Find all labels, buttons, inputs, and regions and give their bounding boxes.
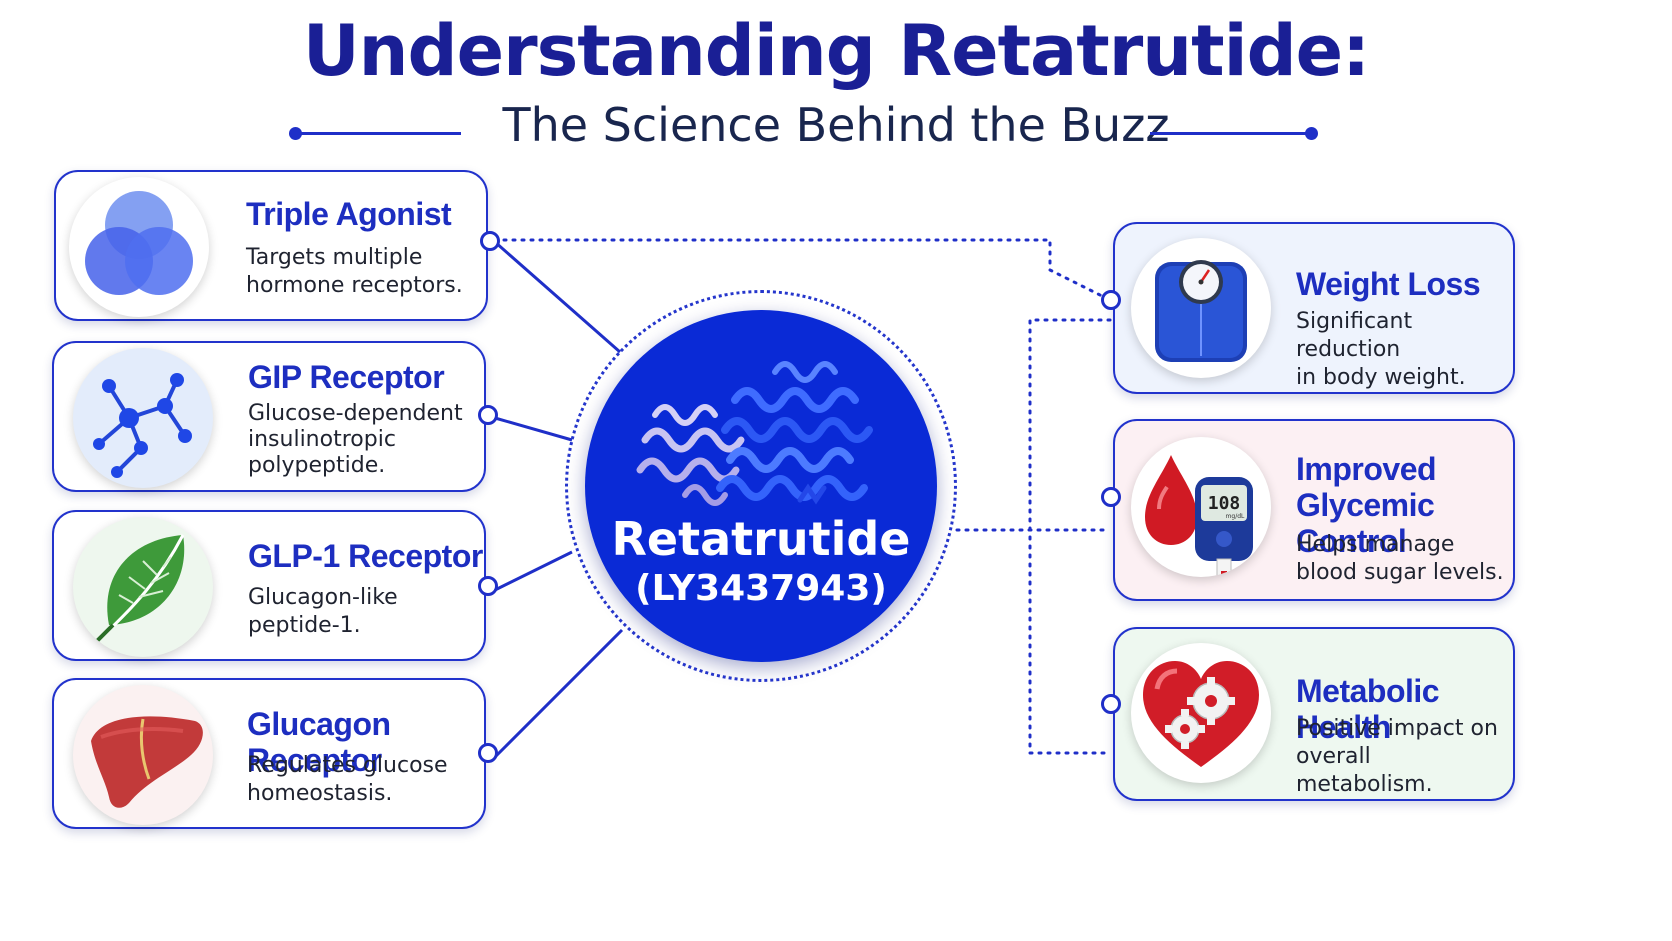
subtitle-left-rule bbox=[296, 132, 461, 135]
card-title: Improved Glycemic Control bbox=[1296, 451, 1437, 559]
node-triple-agonist bbox=[480, 231, 500, 251]
glucometer-icon: 108 mg/dL bbox=[1131, 437, 1271, 577]
node-gip-receptor bbox=[478, 405, 498, 425]
scale-icon bbox=[1131, 238, 1271, 378]
card-title: Glucagon Receptor bbox=[247, 706, 391, 778]
card-glycemic-control: 108 mg/dL Improved Glycemic Control Help… bbox=[1113, 419, 1515, 601]
subtitle-left-dot bbox=[289, 127, 302, 140]
subtitle-right-dot bbox=[1305, 127, 1318, 140]
svg-text:mg/dL: mg/dL bbox=[1226, 513, 1245, 520]
card-description: Glucagon-like peptide-1. bbox=[248, 585, 398, 638]
card-title: Weight Loss bbox=[1296, 266, 1481, 302]
node-glucagon-receptor bbox=[478, 743, 498, 763]
connector-gip bbox=[494, 416, 573, 442]
card-weight-loss: Weight Loss Significant reduction in bod… bbox=[1113, 222, 1515, 394]
page-title: Understanding Retatrutide: bbox=[302, 10, 1370, 92]
leaf-icon bbox=[73, 517, 213, 657]
card-title: Triple Agonist bbox=[246, 196, 452, 232]
svg-text:108: 108 bbox=[1208, 493, 1241, 514]
card-description: Positive impact on overall metabolism. bbox=[1296, 716, 1498, 797]
connector-glucagon bbox=[493, 628, 624, 759]
heart-gears-icon bbox=[1131, 643, 1271, 783]
card-description: Helps manage blood sugar levels. bbox=[1296, 532, 1504, 585]
node-glp1-receptor bbox=[478, 576, 498, 596]
venn-circles-icon bbox=[69, 177, 209, 317]
dotted-link-spine bbox=[1028, 318, 1112, 755]
card-title: GIP Receptor bbox=[248, 359, 445, 395]
page-subtitle: The Science Behind the Buzz bbox=[502, 98, 1170, 152]
hub-dotted-ring bbox=[565, 290, 957, 682]
hub-drug-name: Retatrutide bbox=[611, 512, 911, 566]
liver-icon bbox=[73, 685, 213, 825]
dotted-link-top bbox=[493, 238, 1112, 302]
subtitle-right-rule bbox=[1150, 132, 1310, 135]
node-metabolic-health bbox=[1101, 694, 1121, 714]
hub-drug-code: (LY3437943) bbox=[635, 568, 887, 609]
card-triple-agonist: Triple Agonist Targets multiple hormone … bbox=[54, 170, 488, 321]
node-weight-loss bbox=[1101, 290, 1121, 310]
card-description: Significant reduction in body weight. bbox=[1296, 309, 1466, 390]
card-glucagon-receptor: Glucagon Receptor Regulates glucose home… bbox=[52, 678, 486, 829]
card-glp1-receptor: GLP-1 Receptor Glucagon-like peptide-1. bbox=[52, 510, 486, 661]
card-gip-receptor: GIP Receptor Glucose-dependent insulinot… bbox=[52, 341, 486, 492]
protein-structure-icon bbox=[636, 361, 873, 506]
molecule-icon bbox=[73, 348, 213, 488]
card-metabolic-health: Metabolic Health Positive impact on over… bbox=[1113, 627, 1515, 801]
card-title: GLP-1 Receptor bbox=[248, 538, 483, 574]
connector-glp1 bbox=[494, 550, 573, 592]
card-description: Regulates glucose homeostasis. bbox=[247, 753, 448, 806]
connector-triple-agonist bbox=[494, 240, 621, 354]
card-description: Glucose-dependent insulinotropic polypep… bbox=[248, 401, 463, 478]
node-glycemic-control bbox=[1101, 487, 1121, 507]
retatrutide-hub bbox=[585, 310, 937, 662]
card-description: Targets multiple hormone receptors. bbox=[246, 245, 463, 298]
card-title: Metabolic Health bbox=[1296, 673, 1440, 745]
